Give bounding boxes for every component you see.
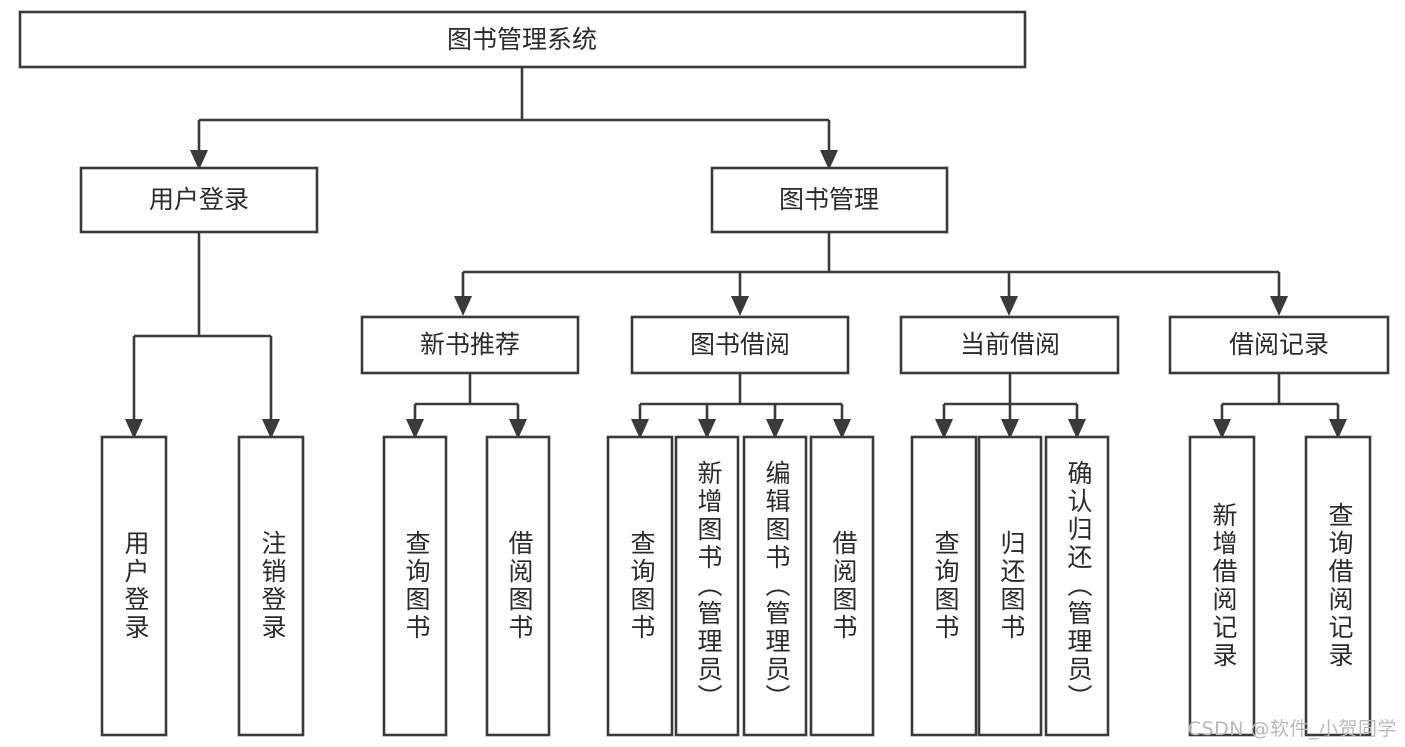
node-leaf-user-login-box[interactable]	[100, 435, 168, 737]
node-leaf-borrow-book-a-box[interactable]	[485, 435, 551, 737]
connector-group-borrow	[631, 373, 851, 439]
arrow-icon-to-newbook	[454, 296, 472, 316]
node-leaf-query-book-c-box[interactable]	[910, 435, 978, 737]
node-leaf-logout-label: 注销登录	[258, 530, 287, 642]
node-leaf-confirm-return-admin[interactable]: 确认归还（管理员）	[1044, 435, 1110, 737]
node-leaf-user-login[interactable]: 用户登录	[100, 435, 168, 737]
node-leaf-add-book-admin[interactable]: 新增图书（管理员）	[674, 435, 740, 737]
node-leaf-logout-box[interactable]	[237, 435, 305, 737]
connector-group-records	[1213, 373, 1347, 439]
node-user-login-label: 用户登录	[149, 185, 249, 214]
node-root[interactable]: 图书管理系统	[18, 10, 1027, 69]
node-leaf-confirm-return-admin-box[interactable]	[1044, 435, 1110, 737]
node-leaf-borrow-book-a[interactable]: 借阅图书	[485, 435, 551, 737]
node-leaf-edit-book-admin[interactable]: 编辑图书（管理员）	[742, 435, 808, 737]
node-book-management-box[interactable]	[710, 166, 949, 234]
node-current-borrow-box[interactable]	[899, 315, 1120, 375]
node-leaf-query-book-c-label: 查询图书	[931, 530, 960, 642]
node-new-book-recommend-label: 新书推荐	[420, 330, 520, 359]
node-leaf-query-book-b[interactable]: 查询图书	[606, 435, 674, 737]
node-book-management-label: 图书管理	[779, 185, 879, 214]
node-leaf-query-borrow-record-label: 查询借阅记录	[1325, 502, 1354, 670]
node-book-borrow-box[interactable]	[630, 315, 850, 375]
node-leaf-return-book[interactable]: 归还图书	[977, 435, 1043, 737]
node-root-box[interactable]	[18, 10, 1027, 69]
arrow-icon-to-borrow	[731, 296, 749, 316]
node-leaf-query-book-c[interactable]: 查询图书	[910, 435, 978, 737]
node-leaf-add-borrow-record-box[interactable]	[1188, 435, 1256, 737]
node-leaf-borrow-book-b[interactable]: 借阅图书	[809, 435, 875, 737]
node-book-borrow-label: 图书借阅	[690, 330, 790, 359]
node-current-borrow[interactable]: 当前借阅	[899, 315, 1120, 375]
connector-group-newbook	[406, 373, 527, 439]
node-leaf-query-book-b-label: 查询图书	[627, 530, 656, 642]
node-leaf-query-book-a-box[interactable]	[382, 435, 448, 737]
node-borrow-records-box[interactable]	[1168, 315, 1390, 375]
node-leaf-query-borrow-record-box[interactable]	[1304, 435, 1372, 737]
node-new-book-recommend-box[interactable]	[360, 315, 580, 375]
node-book-management[interactable]: 图书管理	[710, 166, 949, 234]
node-book-borrow[interactable]: 图书借阅	[630, 315, 850, 375]
node-leaf-add-borrow-record[interactable]: 新增借阅记录	[1188, 435, 1256, 737]
node-leaf-add-borrow-record-label: 新增借阅记录	[1209, 502, 1238, 670]
node-leaf-query-book-a[interactable]: 查询图书	[382, 435, 448, 737]
node-leaf-logout[interactable]: 注销登录	[237, 435, 305, 737]
node-leaf-confirm-return-admin-label: 确认归还（管理员）	[1064, 460, 1093, 712]
node-leaf-add-book-admin-box[interactable]	[674, 435, 740, 737]
connector-group-bookmgmt	[454, 232, 1288, 316]
node-user-login-box[interactable]	[79, 166, 319, 234]
node-leaf-query-borrow-record[interactable]: 查询借阅记录	[1304, 435, 1372, 737]
connector-group-root	[190, 67, 838, 170]
node-leaf-borrow-book-b-label: 借阅图书	[829, 530, 858, 642]
node-borrow-records-label: 借阅记录	[1229, 330, 1329, 359]
node-leaf-return-book-label: 归还图书	[997, 530, 1026, 642]
node-user-login[interactable]: 用户登录	[79, 166, 319, 234]
node-leaf-query-book-a-label: 查询图书	[402, 530, 431, 642]
node-root-label: 图书管理系统	[447, 25, 597, 54]
node-leaf-edit-book-admin-label: 编辑图书（管理员）	[762, 460, 791, 712]
node-leaf-query-book-b-box[interactable]	[606, 435, 674, 737]
node-leaf-return-book-box[interactable]	[977, 435, 1043, 737]
node-leaf-add-book-admin-label: 新增图书（管理员）	[694, 460, 723, 712]
node-leaf-borrow-book-b-box[interactable]	[809, 435, 875, 737]
node-current-borrow-label: 当前借阅	[960, 330, 1060, 359]
connector-group-current	[935, 373, 1086, 439]
node-borrow-records[interactable]: 借阅记录	[1168, 315, 1390, 375]
node-leaf-borrow-book-a-label: 借阅图书	[505, 530, 534, 642]
node-leaf-edit-book-admin-box[interactable]	[742, 435, 808, 737]
arrow-icon-to-records	[1270, 296, 1288, 316]
arrow-icon-to-current	[1000, 296, 1018, 316]
node-new-book-recommend[interactable]: 新书推荐	[360, 315, 580, 375]
node-leaf-user-login-label: 用户登录	[121, 530, 150, 642]
connector-group-login	[125, 232, 280, 439]
